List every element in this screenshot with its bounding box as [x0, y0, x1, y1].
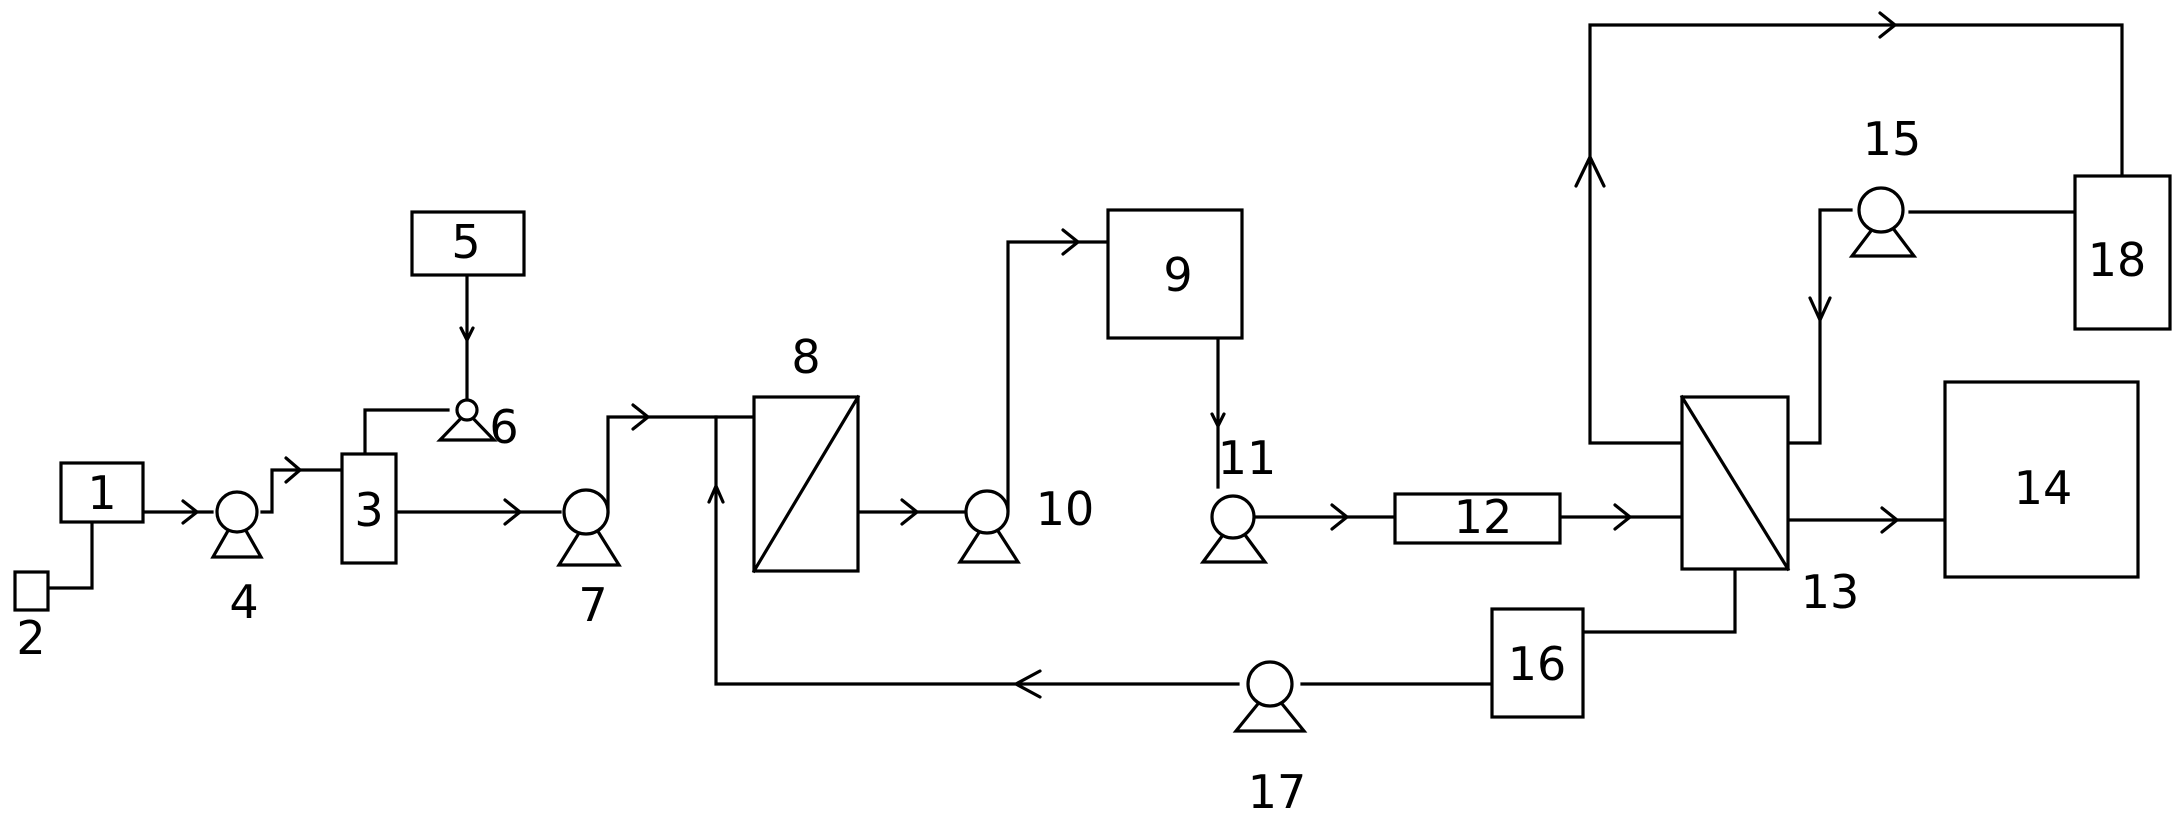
- pump-6-base: [436, 409, 498, 442]
- arrow-down-15: [459, 326, 475, 342]
- pump-11-body: [1210, 494, 1256, 540]
- pump-10: [957, 489, 1021, 564]
- pump-17-body: [1246, 660, 1294, 708]
- label-unit-16: 16: [1508, 637, 1567, 691]
- label-unit-3: 3: [354, 483, 383, 537]
- label-unit-13: 13: [1801, 565, 1860, 619]
- pipe-15-to-13: [1786, 208, 1853, 445]
- arrow-down-16: [1210, 412, 1226, 428]
- pipe-13-to-18-top-loop: [1588, 23, 2124, 445]
- pump-4-body: [215, 490, 259, 534]
- arrow-down-13: [1808, 296, 1832, 322]
- pipe-6-to-3: [363, 408, 450, 456]
- arrow-right-2: [284, 456, 302, 484]
- unit-5-box: [410, 210, 526, 277]
- arrow-right-3: [503, 498, 522, 526]
- unit-8-membrane: [751, 394, 861, 574]
- unit-3-box: [340, 452, 398, 565]
- arrow-right-8: [1613, 503, 1632, 531]
- arrow-right-5: [900, 498, 919, 526]
- pump-4: [210, 490, 264, 559]
- pump-7: [556, 488, 622, 567]
- label-unit-5: 5: [451, 215, 480, 269]
- pump-6: [436, 398, 498, 442]
- pump-7-base: [556, 513, 622, 567]
- pump-11: [1199, 494, 1269, 564]
- pipe-4-to-3: [260, 468, 344, 514]
- pipe-10-to-9: [1006, 240, 1110, 512]
- pipe-2-to-1: [46, 520, 94, 590]
- pump-6-body: [455, 398, 479, 422]
- arrow-right-1: [181, 499, 199, 525]
- pump-11-base: [1199, 517, 1269, 564]
- pumps: [210, 186, 1918, 733]
- pump-15-body: [1857, 186, 1905, 234]
- label-unit-15: 15: [1863, 112, 1922, 166]
- label-unit-12: 12: [1454, 490, 1513, 544]
- pump-4-base: [210, 511, 264, 559]
- arrow-right-9: [1880, 506, 1899, 534]
- pipe-17-to-8-return: [714, 415, 1240, 686]
- pump-17: [1232, 660, 1308, 733]
- label-unit-10: 10: [1036, 482, 1095, 536]
- equipment: [13, 174, 2172, 719]
- arrow-left-11: [1014, 669, 1042, 699]
- label-unit-1: 1: [87, 466, 116, 520]
- label-unit-9: 9: [1163, 248, 1192, 302]
- arrow-up-12: [1574, 155, 1606, 188]
- label-unit-17: 17: [1248, 765, 1307, 819]
- label-unit-18: 18: [2088, 233, 2147, 287]
- arrow-right-10: [1878, 11, 1897, 39]
- pump-17-base: [1232, 686, 1308, 733]
- pump-15: [1848, 186, 1918, 258]
- unit-2-box: [13, 570, 50, 612]
- arrow-right-4: [631, 403, 650, 431]
- unit-14-box: [1943, 380, 2140, 579]
- label-unit-7: 7: [578, 578, 607, 632]
- arrow-right-6: [1061, 228, 1080, 256]
- label-unit-4: 4: [229, 575, 258, 629]
- unit-9-box: [1106, 208, 1244, 340]
- label-unit-2: 2: [16, 611, 45, 665]
- pump-10-base: [957, 514, 1021, 564]
- pump-7-body: [562, 488, 610, 536]
- label-unit-8: 8: [791, 330, 820, 384]
- pipelines: [46, 23, 2124, 686]
- unit-1-box: [59, 461, 145, 524]
- label-unit-14: 14: [2014, 461, 2073, 515]
- label-unit-6: 6: [489, 400, 518, 454]
- arrow-up-14: [707, 484, 725, 504]
- flow-arrows: [181, 11, 1899, 699]
- unit-16-box: [1490, 607, 1585, 719]
- label-unit-11: 11: [1218, 431, 1277, 485]
- pipe-13-bottom-to-16: [1581, 567, 1737, 634]
- unit-labels: 1 2 3 4 5 6 7 8 9 10 11 12 13 14 15 16 1…: [16, 112, 2146, 819]
- pump-10-body: [964, 489, 1010, 535]
- unit-12-box: [1393, 492, 1562, 545]
- pump-15-base: [1848, 212, 1918, 258]
- unit-18-box: [2073, 174, 2172, 331]
- arrow-right-7: [1330, 503, 1349, 531]
- unit-13-membrane: [1679, 394, 1791, 572]
- pipe-7-to-8: [606, 415, 756, 514]
